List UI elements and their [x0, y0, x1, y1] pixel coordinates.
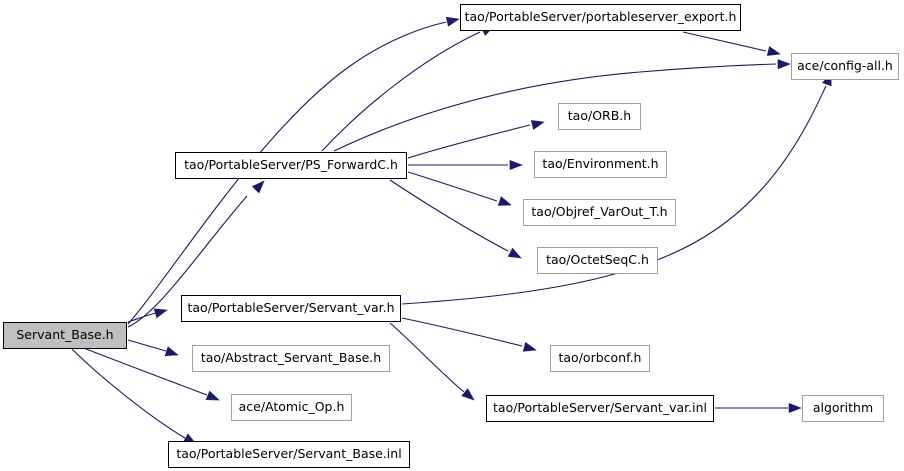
graph-node-servant_base_inl[interactable]: tao/PortableServer/Servant_Base.inl [168, 441, 410, 468]
edge-servant_base_h-to-ps_forwardc_h [127, 195, 248, 328]
arrowhead-servant_base_h-to-ace_atomic_op_h [205, 390, 220, 401]
edge-ps_forwardc_h-to-ace_config_all_h [333, 63, 777, 152]
graph-node-label: tao/OctetSeqC.h [546, 252, 649, 268]
edge-servant_base_h-to-portableserver_export_h [127, 21, 447, 325]
graph-node-label: algorithm [812, 400, 874, 416]
graph-node-servant_var_inl[interactable]: tao/PortableServer/Servant_var.inl [486, 395, 714, 422]
graph-node-servant_var_h[interactable]: tao/PortableServer/Servant_var.h [181, 295, 401, 322]
arrowhead-servant_base_h-to-ps_forwardc_h [251, 180, 265, 194]
graph-node-label: tao/ORB.h [567, 108, 632, 124]
graph-node-ace_atomic_op_h[interactable]: ace/Atomic_Op.h [231, 394, 352, 421]
edge-servant_base_h-to-servant_base_inl [71, 348, 186, 439]
graph-node-label: ace/config-all.h [797, 58, 893, 74]
graph-node-label: ace/Atomic_Op.h [238, 399, 345, 415]
graph-node-tao_orbconf_h[interactable]: tao/orbconf.h [550, 345, 650, 372]
arrowhead-ps_forwardc_h-to-tao_objref_varout_t_h [497, 196, 512, 206]
edge-ps_forwardc_h-to-tao_objref_varout_t_h [407, 171, 498, 202]
edge-ps_forwardc_h-to-tao_octetseqc_h [389, 179, 509, 252]
graph-node-label: tao/Objref_VarOut_T.h [531, 204, 668, 220]
edge-servant_var_h-to-ace_config_all_h [401, 85, 827, 305]
arrowhead-ps_forwardc_h-to-tao_orb_h [530, 120, 545, 130]
arrowhead-servant_base_h-to-abstract_servant_base_h [164, 346, 179, 356]
edge-servant_var_h-to-tao_orbconf_h [401, 317, 523, 347]
edge-portableserver_export_h-to-ace_config_all_h [682, 31, 767, 52]
graph-node-label: tao/PortableServer/PS_ForwardC.h [184, 157, 398, 173]
graph-node-servant_base_h[interactable]: Servant_Base.h [3, 322, 127, 349]
arrowhead-servant_var_inl-to-algorithm [788, 402, 802, 414]
graph-node-portableserver_export_h[interactable]: tao/PortableServer/portableserver_export… [460, 4, 741, 31]
graph-node-tao_orb_h[interactable]: tao/ORB.h [558, 103, 641, 130]
arrowhead-servant_base_h-to-portableserver_export_h [445, 16, 460, 27]
arrowhead-ps_forwardc_h-to-tao_environment_h [509, 159, 523, 171]
edge-servant_base_h-to-abstract_servant_base_h [127, 339, 167, 352]
graph-node-ps_forwardc_h[interactable]: tao/PortableServer/PS_ForwardC.h [175, 152, 407, 179]
graph-node-label: tao/PortableServer/Servant_var.inl [493, 400, 707, 416]
edge-ps_forwardc_h-to-tao_orb_h [407, 124, 531, 159]
graph-node-label: tao/PortableServer/Servant_Base.inl [176, 446, 402, 462]
arrowhead-servant_base_h-to-servant_var_h [153, 308, 168, 319]
edge-servant_base_h-to-servant_var_h [127, 311, 161, 323]
arrowhead-portableserver_export_h-to-ace_config_all_h [766, 46, 781, 56]
graph-node-label: tao/PortableServer/Servant_var.h [187, 300, 395, 316]
graph-node-tao_octetseqc_h[interactable]: tao/OctetSeqC.h [537, 247, 658, 274]
arrowhead-ps_forwardc_h-to-tao_octetseqc_h [507, 247, 522, 259]
edge-servant_var_h-to-servant_var_inl [389, 322, 465, 393]
graph-node-label: Servant_Base.h [16, 327, 114, 343]
graph-node-abstract_servant_base_h[interactable]: tao/Abstract_Servant_Base.h [192, 345, 390, 372]
arrowhead-servant_var_h-to-tao_orbconf_h [522, 341, 537, 352]
graph-node-label: tao/orbconf.h [558, 350, 642, 366]
graph-node-ace_config_all_h[interactable]: ace/config-all.h [791, 53, 899, 80]
arrowhead-ps_forwardc_h-to-ace_config_all_h [777, 59, 791, 70]
graph-node-label: tao/Abstract_Servant_Base.h [200, 350, 382, 366]
graph-node-algorithm[interactable]: algorithm [802, 395, 884, 422]
edge-servant_base_h-to-ace_atomic_op_h [85, 348, 208, 396]
edge-ps_forwardc_h-to-portableserver_export_h [321, 31, 481, 152]
graph-node-label: tao/Environment.h [542, 156, 659, 172]
graph-node-tao_environment_h[interactable]: tao/Environment.h [534, 151, 667, 178]
arrowhead-servant_var_h-to-servant_var_inl [461, 388, 475, 401]
graph-node-tao_objref_varout_t_h[interactable]: tao/Objref_VarOut_T.h [523, 199, 676, 226]
graph-node-label: tao/PortableServer/portableserver_export… [464, 9, 737, 25]
